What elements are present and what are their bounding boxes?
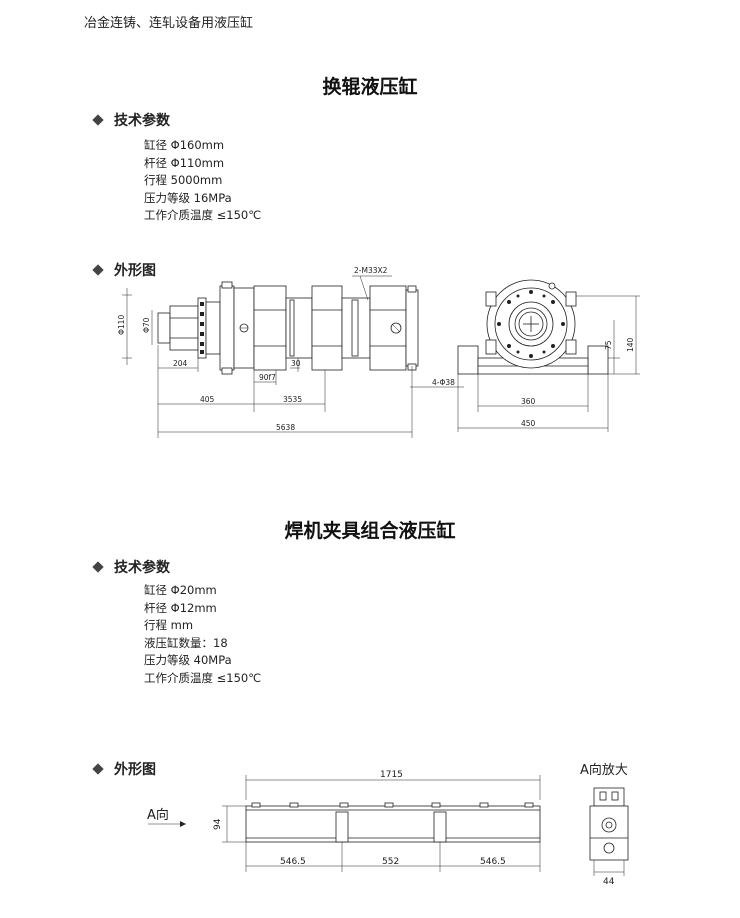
- dim-d405: 405: [200, 395, 215, 404]
- param-stroke: 行程 mm: [144, 618, 194, 632]
- dim-d90f7: 90f7: [259, 373, 276, 382]
- section1-params: 缸径 Φ160mm 杆径 Φ110mm 行程 5000mm 压力等级 16MPa…: [144, 137, 261, 225]
- param-pressure: 压力等级 40MPa: [144, 653, 232, 667]
- dim-d5465a: 546.5: [280, 857, 306, 867]
- dim-d70: Φ70: [142, 317, 151, 333]
- param-temperature: 工作介质温度 ≤150℃: [144, 670, 262, 685]
- dim-d30: 30: [291, 359, 301, 368]
- param-cylinder-count: 液压缸数量：18: [144, 635, 228, 650]
- dim-d140: 140: [626, 337, 635, 352]
- param-pressure: 压力等级 16MPa: [144, 190, 232, 205]
- section2-tech-heading: 技术参数: [92, 557, 170, 577]
- dim-d94: 94: [213, 818, 223, 830]
- dim-d204: 204: [173, 359, 188, 368]
- dim-d1715: 1715: [380, 770, 403, 780]
- dim-d75: 75: [604, 340, 613, 350]
- param-bore: 缸径 Φ20mm: [144, 583, 217, 597]
- dim-d552: 552: [382, 857, 399, 867]
- dim-thread: 2-M33X2: [354, 266, 388, 275]
- section2-title: 焊机夹具组合液压缸: [284, 520, 456, 542]
- dim-d3535: 3535: [283, 395, 302, 404]
- dim-d360: 360: [521, 397, 536, 406]
- param-rod: 杆径 Φ110mm: [144, 155, 225, 170]
- view-a-label: A向: [147, 807, 169, 823]
- dim-d5638: 5638: [276, 423, 295, 432]
- section1-outline-heading: 外形图: [92, 260, 156, 280]
- param-bore: 缸径 Φ160mm: [144, 138, 225, 152]
- param-temperature: 工作介质温度 ≤150℃: [144, 208, 262, 222]
- view-a-zoom-label: A向放大: [580, 762, 628, 778]
- param-stroke: 行程 5000mm: [144, 173, 223, 187]
- page-header: 冶金连铸、连轧设备用液压缸: [84, 16, 254, 31]
- section2-params: 缸径 Φ20mm 杆径 Φ12mm 行程 mm 液压缸数量：18 压力等级 40…: [144, 582, 261, 687]
- section2-tech-heading-label: 技术参数: [114, 560, 170, 576]
- dim-d44: 44: [603, 877, 615, 887]
- section1-title: 换辊液压缸: [322, 76, 418, 98]
- dim-d110: Φ110: [117, 315, 126, 335]
- section1-outline-heading-label: 外形图: [114, 263, 156, 279]
- section1-tech-heading-label: 技术参数: [114, 113, 170, 129]
- section2-outline-heading: 外形图: [92, 759, 156, 779]
- dim-holes: 4-Φ38: [432, 378, 455, 387]
- dim-d450: 450: [521, 419, 536, 428]
- param-rod: 杆径 Φ12mm: [144, 600, 217, 615]
- section2-outline-heading-label: 外形图: [114, 762, 156, 778]
- dim-d5465b: 546.5: [480, 857, 506, 867]
- section1-tech-heading: 技术参数: [92, 110, 170, 130]
